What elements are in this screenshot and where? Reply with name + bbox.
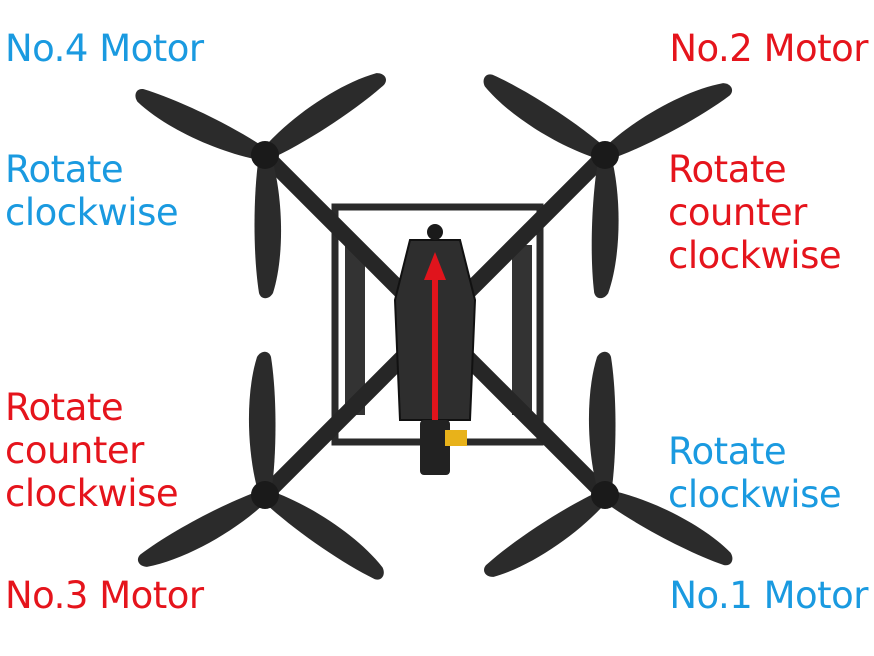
- rotation-line: counter: [5, 429, 144, 472]
- propeller-blade: [484, 489, 609, 577]
- motor-hub: [591, 481, 619, 509]
- propeller-blade: [261, 73, 386, 161]
- propeller-blade: [254, 155, 281, 299]
- rotation-line: counter: [668, 191, 807, 234]
- motor-hub: [251, 141, 279, 169]
- motor-3-rotation: Rotate counter clockwise: [5, 386, 179, 515]
- propeller-blade: [602, 83, 733, 161]
- rotation-line: clockwise: [5, 472, 179, 515]
- propeller-blade: [589, 351, 616, 495]
- motor-1-label: No.1 Motor: [669, 574, 868, 617]
- propeller-blade: [137, 489, 268, 567]
- propeller-blade: [261, 490, 384, 580]
- rotation-line: clockwise: [668, 473, 842, 516]
- propeller-blade: [602, 489, 733, 566]
- rotation-line: Rotate: [668, 430, 787, 473]
- rotation-line: Rotate: [5, 386, 124, 429]
- propeller-blade: [135, 89, 268, 161]
- motor-1-propeller: [484, 351, 733, 577]
- motor-1-rotation: Rotate clockwise: [668, 430, 842, 516]
- motor-3-propeller: [137, 351, 384, 580]
- rotation-line: Rotate: [668, 148, 787, 191]
- rotation-line: Rotate: [5, 148, 124, 191]
- propeller-blade: [591, 154, 619, 299]
- forward-arrow: [424, 252, 446, 420]
- motor-4-label: No.4 Motor: [5, 27, 204, 70]
- motor-2-rotation: Rotate counter clockwise: [668, 148, 842, 277]
- rotation-line: clockwise: [5, 191, 179, 234]
- motor-2-label: No.2 Motor: [669, 27, 868, 70]
- motor-4-rotation: Rotate clockwise: [5, 148, 179, 234]
- motor-hub: [591, 141, 619, 169]
- motor-4-propeller: [135, 73, 386, 299]
- motor-3-label: No.3 Motor: [5, 574, 204, 617]
- rotation-line: clockwise: [668, 234, 842, 277]
- motor-hub: [251, 481, 279, 509]
- propeller-blade: [249, 351, 276, 495]
- propeller-blade: [483, 74, 609, 161]
- motor-2-propeller: [483, 74, 733, 299]
